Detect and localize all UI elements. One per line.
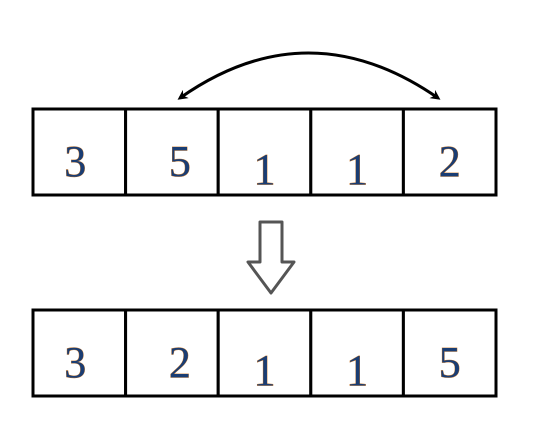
before-cell-value-1: 5 (169, 137, 191, 186)
hollow-down-arrow-icon (246, 220, 296, 295)
before-cell-value-2: 1 (254, 145, 276, 194)
before-cell-value-3: 1 (346, 145, 368, 194)
after-cell-0 (31, 308, 128, 398)
after-cell-2 (216, 308, 313, 398)
after-cell-value-4: 5 (439, 338, 461, 387)
before-array: 3 5 1 1 2 (31, 107, 498, 197)
before-cell-4 (401, 107, 498, 197)
before-cell-0 (31, 107, 128, 197)
before-cell-1 (124, 107, 220, 197)
after-array: 3 2 1 1 5 (31, 308, 498, 398)
after-cell-value-1: 2 (169, 338, 191, 387)
after-cell-4 (401, 308, 498, 398)
curved-double-arrow-icon (177, 51, 441, 100)
before-cell-value-0: 3 (64, 137, 86, 186)
after-cell-value-0: 3 (64, 338, 86, 387)
after-cell-value-3: 1 (346, 346, 368, 395)
after-cell-value-2: 1 (254, 346, 276, 395)
before-cell-value-4: 2 (439, 137, 461, 186)
after-cell-3 (309, 308, 405, 398)
before-cell-2 (216, 107, 313, 197)
after-cell-1 (124, 308, 220, 398)
